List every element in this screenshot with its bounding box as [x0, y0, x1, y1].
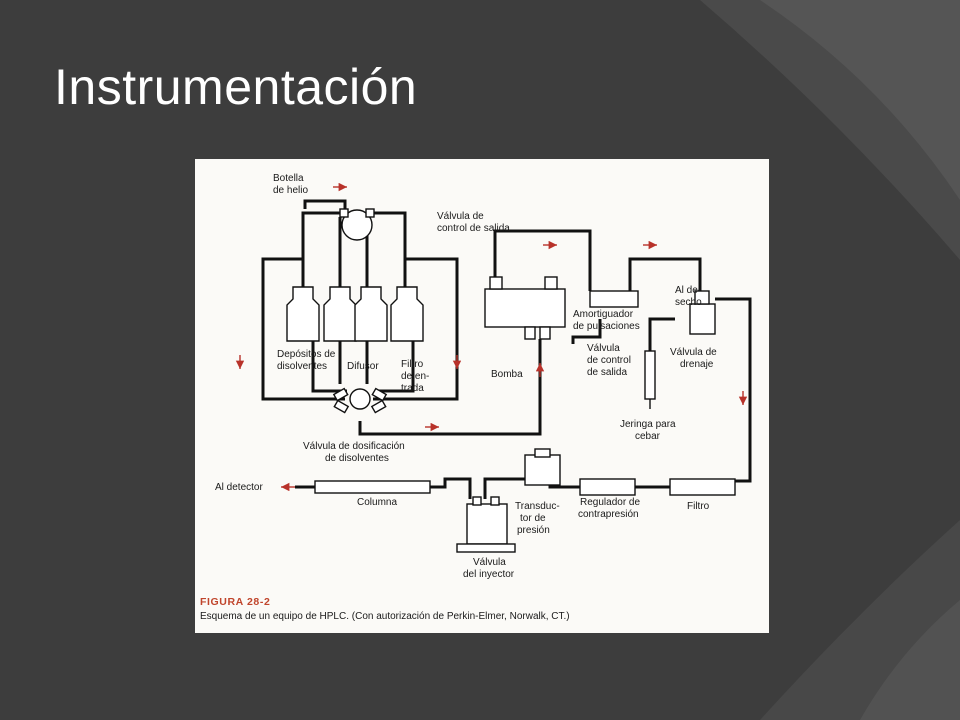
label-al-detector: Al detector	[215, 482, 263, 493]
dosing-valve	[332, 387, 388, 414]
diagram-labels: Botella de helio Válvula de control de s…	[215, 173, 717, 580]
label-jeringa-1: Jeringa para	[620, 419, 676, 430]
label-filtro: Filtro	[687, 501, 710, 512]
components	[286, 208, 736, 553]
solvent-reservoirs	[286, 286, 424, 342]
label-amortiguador-1: Amortiguador	[573, 309, 634, 320]
helium-distributor	[341, 209, 373, 241]
label-depositos-1: Depósitos de	[277, 349, 336, 360]
label-inyector-2: del inyector	[463, 569, 515, 580]
tubing	[261, 199, 752, 499]
label-transductor-1: Transduc-	[515, 501, 560, 512]
slide-title: Instrumentación	[54, 59, 418, 115]
pump	[484, 276, 566, 340]
label-valvula-drenaje-1: Válvula de	[670, 347, 717, 358]
label-difusor: Difusor	[347, 361, 379, 372]
label-transductor-3: presión	[517, 525, 550, 536]
priming-syringe	[644, 350, 656, 409]
label-filtro-entrada-1: Filtro	[401, 359, 424, 370]
backpressure-regulator	[579, 478, 636, 496]
label-inyector-1: Válvula	[473, 557, 506, 568]
label-jeringa-2: cebar	[635, 431, 661, 442]
label-dosificacion-2: de disolventes	[325, 453, 389, 464]
label-transductor-2: tor de	[520, 513, 546, 524]
drain-valve	[689, 290, 716, 335]
pressure-transducer	[524, 448, 561, 486]
label-amortiguador-2: de pulsaciones	[573, 321, 640, 332]
flow-arrows	[235, 182, 748, 492]
label-valvula-salida-2: control de salida	[437, 223, 510, 234]
filter	[669, 478, 736, 496]
label-regulador-1: Regulador de	[580, 497, 640, 508]
label-valvula-drenaje-2: drenaje	[680, 359, 714, 370]
label-valvula-control-3: de salida	[587, 367, 627, 378]
label-al-desecho-1: Al de-	[675, 285, 701, 296]
label-valvula-salida-1: Válvula de	[437, 211, 484, 222]
label-bomba: Bomba	[491, 369, 523, 380]
figure-caption-text: Esquema de un equipo de HPLC. (Con autor…	[200, 611, 570, 622]
label-valvula-control-2: de control	[587, 355, 631, 366]
label-regulador-2: contrapresión	[578, 509, 639, 520]
label-valvula-control-1: Válvula	[587, 343, 620, 354]
label-depositos-2: disolventes	[277, 361, 327, 372]
label-filtro-entrada-3: trada	[401, 383, 424, 394]
column	[314, 480, 431, 494]
label-filtro-entrada-2: de en-	[401, 371, 429, 382]
label-al-desecho-2: secho	[675, 297, 702, 308]
label-dosificacion-1: Válvula de dosificación	[303, 441, 405, 452]
hplc-schematic: Botella de helio Válvula de control de s…	[215, 173, 752, 580]
figure-caption-title: FIGURA 28-2	[200, 596, 271, 608]
pulse-damper	[589, 290, 639, 308]
injector-valve	[456, 496, 516, 553]
label-botella-2: de helio	[273, 185, 308, 196]
label-botella-1: Botella	[273, 173, 304, 184]
label-columna: Columna	[357, 497, 397, 508]
hplc-diagram-figure: Botella de helio Válvula de control de s…	[195, 159, 769, 633]
